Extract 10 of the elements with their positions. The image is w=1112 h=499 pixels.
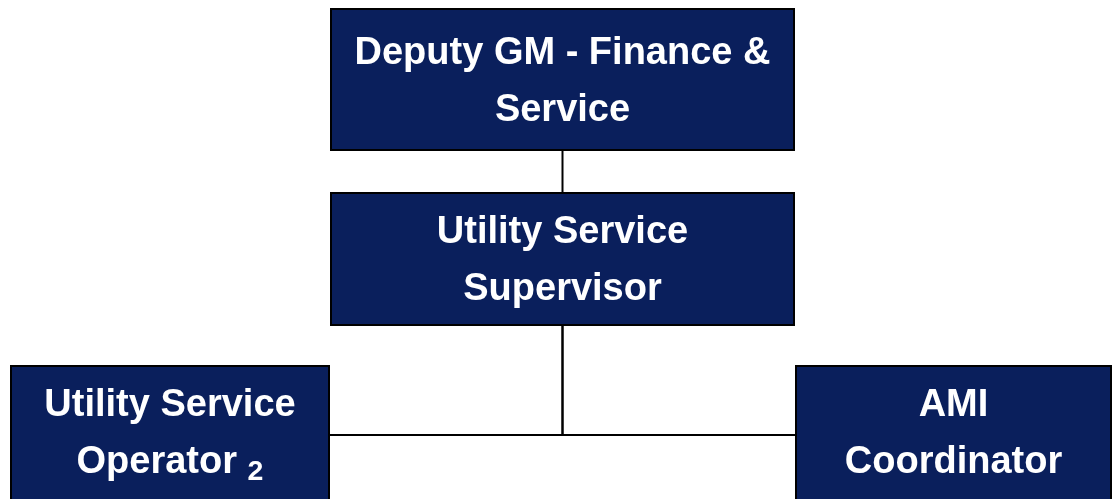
role-title: Utility Service Operator $_{2}$ [43, 381, 297, 489]
org-box [330, 8, 795, 151]
org-box [330, 192, 795, 326]
org-box [10, 365, 330, 499]
role-title: AMI Coordinator [843, 381, 1064, 483]
connector-line [561, 325, 796, 436]
role-title: Utility Service Supervisor [435, 208, 690, 310]
org-box [795, 365, 1112, 499]
connector-line [561, 150, 564, 193]
role-title: Deputy GM - Finance & Service [353, 28, 772, 131]
